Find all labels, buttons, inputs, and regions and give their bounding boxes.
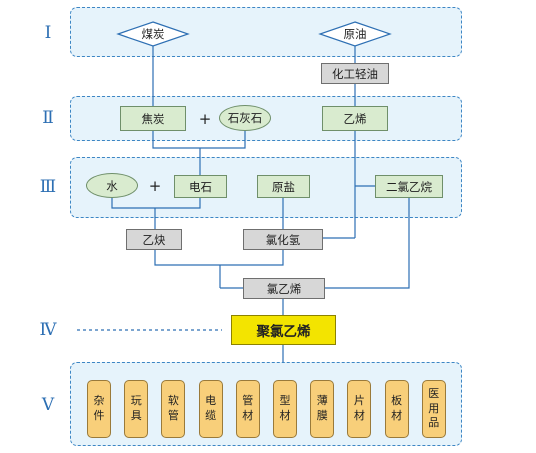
chemical-light-oil-node: 化工轻油: [321, 63, 389, 84]
product-char: 电: [205, 394, 217, 408]
tier-2-label: Ⅱ: [42, 108, 54, 128]
product-pipes: 管材: [235, 380, 260, 438]
product-profiles: 型材: [273, 380, 297, 438]
product-medical-supplies: 医用品: [421, 380, 446, 438]
product-char: 品: [428, 416, 440, 430]
product-char: 材: [279, 409, 291, 422]
product-char: 缆: [205, 409, 217, 422]
product-char: 杂: [93, 394, 105, 408]
plus-sign-tier-3: +: [148, 177, 162, 195]
product-char: 具: [130, 409, 142, 422]
coal-diamond-shape: [116, 21, 190, 47]
product-char: 材: [391, 409, 403, 422]
product-char: 软: [167, 394, 179, 408]
vinyl-chloride-node: 氯乙烯: [243, 278, 325, 299]
product-char: 件: [93, 409, 105, 422]
product-films: 薄膜: [310, 380, 335, 438]
line-water-calcium-carbide-acetylene: [111, 198, 201, 209]
product-char: 板: [391, 394, 403, 408]
tier-5-label: Ⅴ: [41, 395, 55, 415]
product-char: 玩: [130, 394, 142, 408]
acetylene-node: 乙炔: [126, 229, 182, 250]
tier-4-label: Ⅳ: [39, 320, 57, 340]
product-char: 薄: [316, 394, 328, 408]
product-char: 用: [428, 401, 440, 415]
product-toys: 玩具: [124, 380, 149, 438]
product-char: 材: [242, 409, 254, 422]
salt-node: 原盐: [257, 175, 310, 198]
coke-node: 焦炭: [120, 106, 186, 131]
plus-sign-tier-2: +: [198, 110, 212, 128]
line-acetylene-hcl-vinyl-chloride: [154, 250, 284, 266]
product-char: 膜: [316, 409, 328, 422]
line-dichloroethane-vinyl-chloride: [325, 198, 410, 289]
tier-1-label: Ⅰ: [44, 23, 52, 43]
product-soft-tubing: 软管: [161, 380, 186, 438]
ethylene-node: 乙烯: [322, 106, 388, 131]
water-node: 水: [86, 173, 138, 198]
pvc-node: 聚氯乙烯: [231, 315, 336, 345]
limestone-node: 石灰石: [219, 105, 271, 131]
product-char: 管: [167, 409, 179, 422]
product-cables: 电缆: [198, 380, 223, 438]
product-char: 管: [242, 394, 254, 408]
coal-node: 煤炭: [141, 27, 165, 41]
hydrogen-chloride-node: 氯化氢: [243, 229, 323, 250]
dichloroethane-node: 二氯乙烷: [375, 175, 443, 198]
crude-oil-diamond-shape: [318, 21, 392, 47]
product-boards: 板材: [384, 380, 409, 438]
line-coke-limestone-calcium-carbide: [152, 131, 246, 149]
tier-3-label: Ⅲ: [39, 177, 57, 197]
product-char: 型: [279, 394, 291, 408]
product-char: 材: [353, 409, 365, 422]
calcium-carbide-node: 电石: [174, 175, 227, 198]
product-misc-parts: 杂件: [87, 380, 111, 438]
product-sheets: 片材: [347, 380, 372, 438]
crude-oil-node: 原油: [343, 27, 367, 41]
product-char: 医: [428, 386, 440, 400]
product-char: 片: [353, 394, 365, 408]
